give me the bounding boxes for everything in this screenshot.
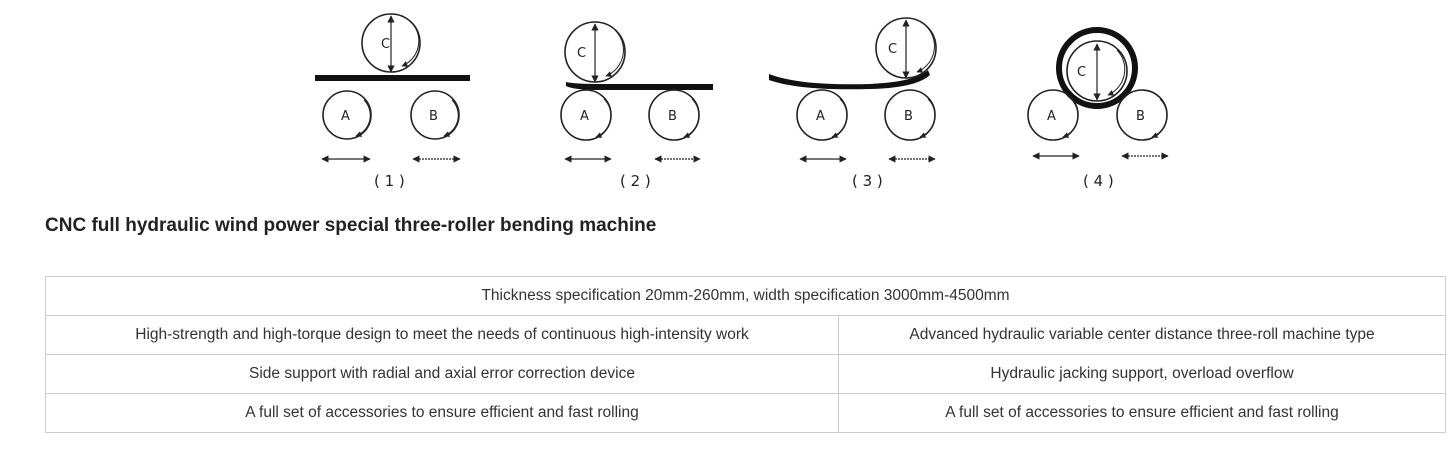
roll-a-label: A [1047, 109, 1056, 124]
spec-cell: Side support with radial and axial error… [45, 354, 839, 394]
roll-a-label: A [341, 109, 350, 124]
roll-a-label: A [580, 109, 589, 124]
table-row: Side support with radial and axial error… [45, 354, 1447, 394]
roll-b-label: B [1136, 109, 1145, 124]
roll-c: C [875, 17, 937, 79]
page-title: CNC full hydraulic wind power special th… [45, 215, 657, 236]
roll-b: B [648, 89, 700, 141]
table-row: High-strength and high-torque design to … [45, 315, 1447, 355]
roll-a: A [560, 89, 612, 141]
spec-cell: A full set of accessories to ensure effi… [837, 393, 1447, 433]
roll-c: C [1066, 40, 1128, 102]
rolling-step-3: C A B ( 3 ) [769, 17, 937, 190]
rolling-step-1: C A B ( 1 ) [315, 13, 470, 190]
spec-cell: A full set of accessories to ensure effi… [45, 393, 839, 433]
roll-b: B [1116, 89, 1168, 141]
curving-plate [566, 82, 713, 90]
roll-a: A [322, 90, 372, 140]
roll-b-label: B [904, 109, 913, 124]
roll-c: C [564, 21, 626, 83]
bent-plate [769, 70, 930, 90]
table-row: A full set of accessories to ensure effi… [45, 393, 1447, 433]
roll-a: A [796, 89, 848, 141]
spec-cell: Advanced hydraulic variable center dista… [837, 315, 1447, 355]
spec-cell: High-strength and high-torque design to … [45, 315, 839, 355]
spec-header-cell: Thickness specification 20mm-260mm, widt… [44, 276, 1447, 316]
roll-b-label: B [429, 109, 438, 124]
step-1-label: ( 1 ) [374, 172, 405, 190]
roll-b-label: B [668, 109, 677, 124]
step-2-label: ( 2 ) [620, 172, 651, 190]
rolled-cylinder [1056, 27, 1138, 109]
flat-plate [315, 75, 470, 81]
roll-c-label: C [577, 46, 586, 61]
roll-a-label: A [816, 109, 825, 124]
table-row: Thickness specification 20mm-260mm, widt… [44, 276, 1447, 316]
roll-c-label: C [888, 42, 897, 57]
roll-c-label: C [381, 37, 390, 52]
spec-table: Thickness specification 20mm-260mm, widt… [44, 276, 1447, 433]
roll-b: B [410, 90, 460, 140]
roll-c-label: C [1077, 65, 1086, 80]
step-3-label: ( 3 ) [852, 172, 883, 190]
rolling-step-4: C A B ( 4 ) [1027, 27, 1169, 190]
rolling-process-diagram: C A B ( 1 ) C A [315, 13, 1169, 190]
spec-cell: Hydraulic jacking support, overload over… [837, 354, 1447, 394]
roll-a: A [1027, 89, 1079, 141]
rolling-step-2: C A B ( 2 ) [560, 21, 713, 190]
step-4-label: ( 4 ) [1083, 172, 1114, 190]
roll-b: B [884, 89, 936, 141]
roll-c: C [361, 13, 421, 73]
